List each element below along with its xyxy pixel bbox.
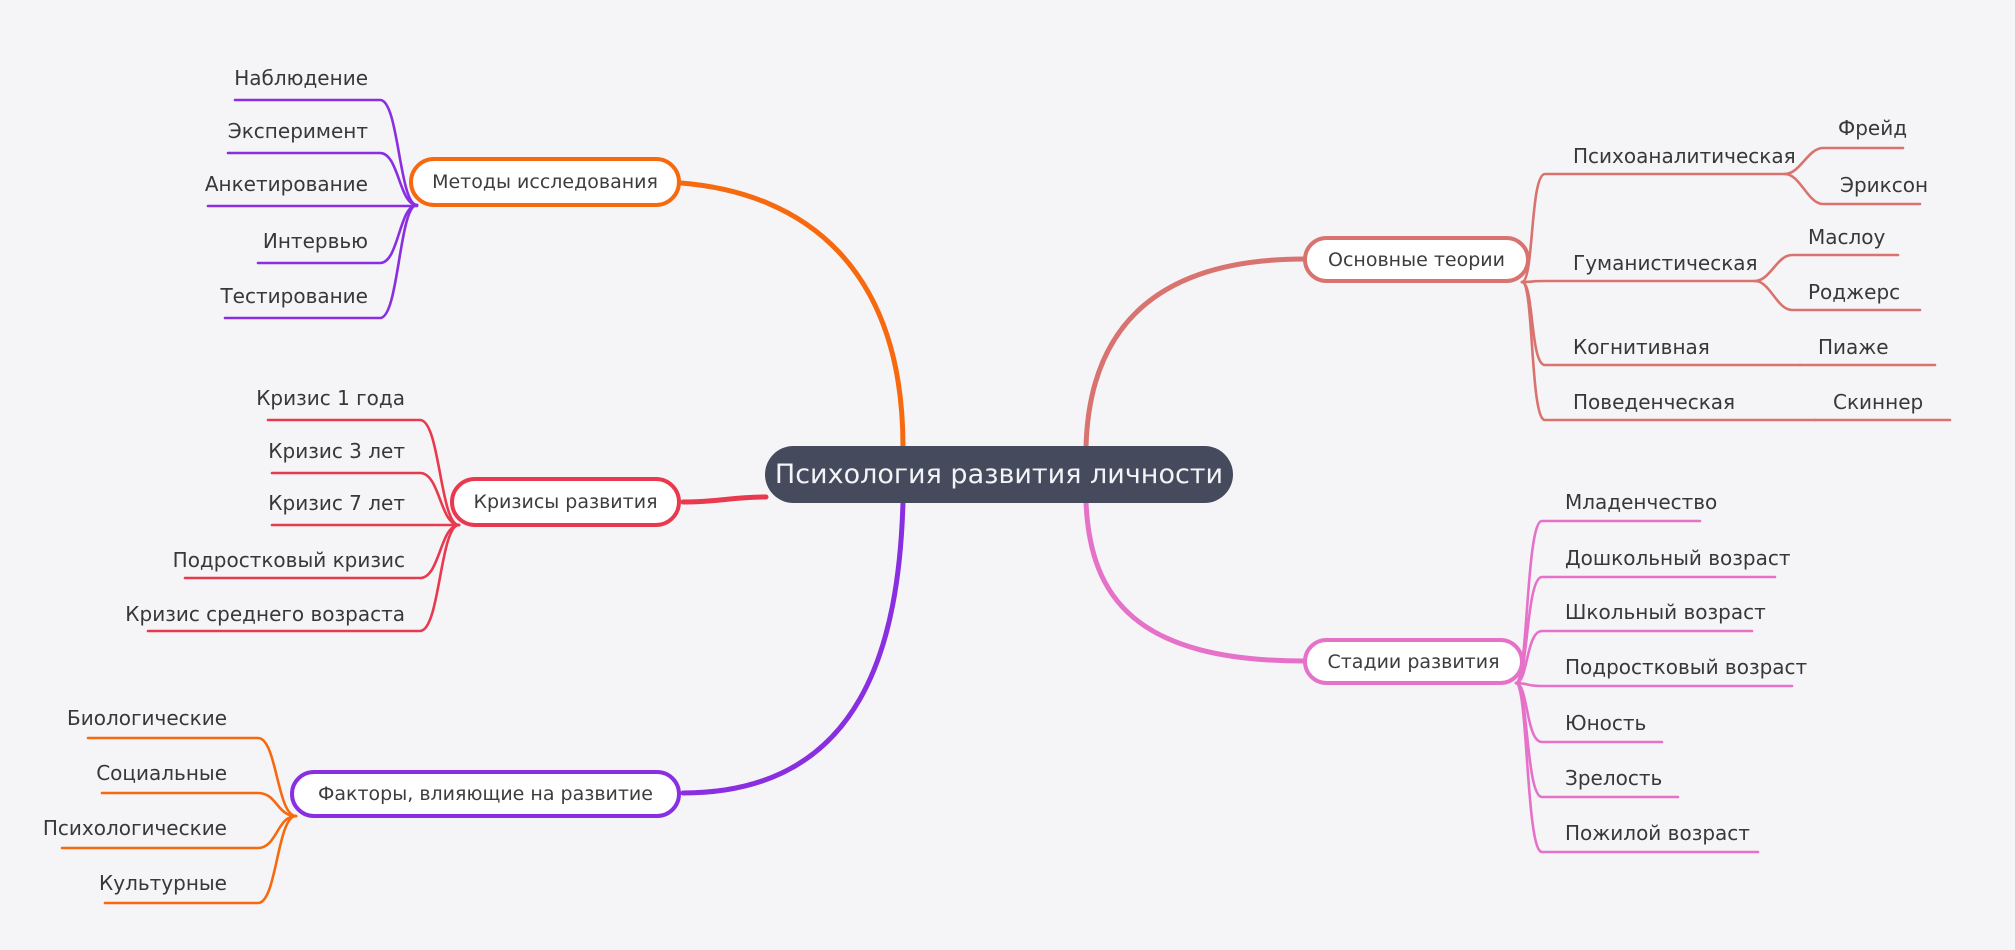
- node-kognitivnaya[interactable]: Когнитивная: [1573, 335, 1710, 359]
- branch-label: Факторы, влияющие на развитие: [318, 783, 653, 805]
- node-sotsialnye[interactable]: Социальные: [96, 761, 227, 785]
- link-center-faktory: [680, 499, 906, 796]
- link-krizis-1-goda: [266, 418, 461, 527]
- central-topic[interactable]: Психология развития личности: [765, 446, 1233, 503]
- link-psikhoanaliticheskaya: [1520, 172, 1787, 284]
- link-freyd: [1783, 146, 1905, 176]
- node-anketirovanie[interactable]: Анкетирование: [204, 172, 368, 196]
- node-eksperiment[interactable]: Эксперимент: [227, 119, 368, 143]
- node-podrostkovyy-krizis[interactable]: Подростковый кризис: [172, 548, 405, 572]
- node-intervyu[interactable]: Интервью: [262, 229, 368, 253]
- link-doshkolnyy: [1514, 575, 1777, 685]
- node-stadii-razvitiya[interactable]: Стадии развития: [1303, 638, 1524, 685]
- link-povedencheskaya: [1520, 280, 1817, 422]
- node-krizis-1-goda[interactable]: Кризис 1 года: [256, 386, 405, 410]
- branch-label: Стадии развития: [1327, 650, 1500, 673]
- link-center-teorii: [1083, 256, 1307, 450]
- node-nablyudenie[interactable]: Наблюдение: [234, 66, 368, 90]
- node-biologicheskie[interactable]: Биологические: [67, 706, 227, 730]
- branch-label: Основные теории: [1328, 248, 1505, 271]
- node-doshkolnyy-vozrast[interactable]: Дошкольный возраст: [1565, 546, 1791, 570]
- link-eksperiment: [226, 151, 419, 207]
- branch-label: Методы исследования: [432, 171, 658, 193]
- link-kulturnye: [103, 814, 298, 905]
- branch-label: Кризисы развития: [473, 491, 658, 513]
- node-testirovanie[interactable]: Тестирование: [220, 284, 368, 308]
- link-pozhiloy: [1514, 681, 1760, 854]
- node-krizisy-razvitiya[interactable]: Кризисы развития: [450, 477, 681, 527]
- link-nablyudenie: [233, 98, 419, 207]
- link-podrostkovyy-vozrast: [1514, 681, 1794, 688]
- node-shkolnyy-vozrast[interactable]: Школьный возраст: [1565, 600, 1766, 624]
- node-krizis-srednego-vozrasta[interactable]: Кризис среднего возраста: [125, 602, 405, 626]
- node-rodzhers[interactable]: Роджерс: [1808, 280, 1901, 304]
- link-krizis-srednego: [146, 523, 461, 633]
- link-shkolnyy: [1514, 629, 1754, 685]
- node-zrelost[interactable]: Зрелость: [1565, 766, 1663, 790]
- node-kulturnye[interactable]: Культурные: [99, 871, 227, 895]
- node-faktory-vliyayushchie-na-razvitie[interactable]: Факторы, влияющие на развитие: [290, 770, 681, 818]
- node-erikson[interactable]: Эриксон: [1840, 173, 1929, 197]
- node-freyd[interactable]: Фрейд: [1838, 116, 1908, 140]
- node-metody-issledovaniya[interactable]: Методы исследования: [409, 157, 681, 207]
- node-psikhoanaliticheskaya[interactable]: Психоаналитическая: [1573, 144, 1796, 168]
- link-sotsialnye: [100, 791, 298, 818]
- node-osnovnye-teorii[interactable]: Основные теории: [1303, 236, 1530, 283]
- link-krizis-3-let: [270, 471, 461, 527]
- link-center-krizisy: [680, 494, 769, 505]
- link-gumanisticheskaya: [1520, 279, 1757, 284]
- node-povedencheskaya[interactable]: Поведенческая: [1573, 390, 1736, 414]
- link-erikson: [1783, 172, 1922, 206]
- node-pozhiloy-vozrast[interactable]: Пожилой возраст: [1565, 821, 1750, 845]
- node-psikhologicheskie[interactable]: Психологические: [42, 816, 227, 840]
- link-center-stadii: [1083, 499, 1307, 664]
- link-biologicheskie: [86, 736, 298, 818]
- link-rodzhers: [1753, 279, 1922, 312]
- central-topic-label: Психология развития личности: [774, 459, 1224, 490]
- link-testirovanie: [223, 203, 419, 320]
- node-maslou[interactable]: Маслоу: [1808, 225, 1886, 249]
- node-gumanisticheskaya[interactable]: Гуманистическая: [1573, 251, 1758, 275]
- link-center-metody: [678, 180, 906, 450]
- node-podrostkovyy-vozrast[interactable]: Подростковый возраст: [1565, 655, 1808, 679]
- node-yunost[interactable]: Юность: [1565, 711, 1647, 735]
- node-piazhe[interactable]: Пиаже: [1818, 335, 1889, 359]
- node-skinner[interactable]: Скиннер: [1833, 390, 1924, 414]
- node-krizis-3-let[interactable]: Кризис 3 лет: [268, 439, 405, 463]
- link-maslou: [1753, 253, 1900, 283]
- link-psikhologicheskie: [60, 814, 298, 850]
- node-mladenchestvo[interactable]: Младенчество: [1565, 490, 1718, 514]
- node-krizis-7-let[interactable]: Кризис 7 лет: [268, 491, 405, 515]
